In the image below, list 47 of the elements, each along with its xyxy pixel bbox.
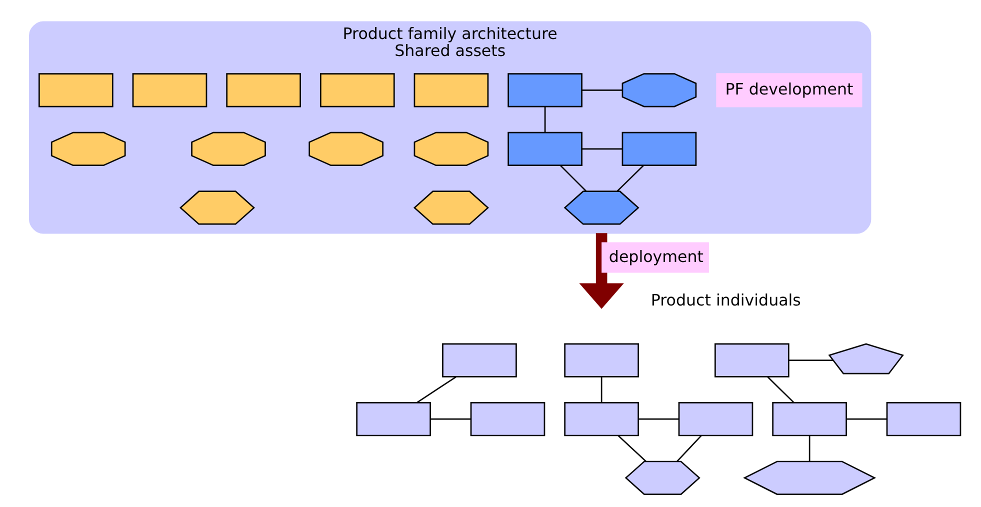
- node-cross: [414, 132, 489, 166]
- node-box: [564, 343, 639, 378]
- connector: [616, 165, 644, 192]
- node-hexagon: [564, 190, 640, 225]
- node-cross: [50, 132, 126, 166]
- node-box: [442, 343, 517, 378]
- connector: [544, 106, 546, 132]
- connector: [618, 435, 646, 462]
- node-box: [564, 402, 639, 436]
- connector: [582, 89, 622, 91]
- connector: [600, 376, 602, 403]
- node-box: [508, 132, 582, 166]
- connector: [808, 436, 810, 462]
- node-hexagon: [413, 190, 489, 225]
- connector: [767, 376, 794, 404]
- connector: [582, 148, 622, 150]
- label: Product individuals: [650, 290, 801, 310]
- connector: [846, 418, 887, 420]
- node-hexagon: [743, 460, 876, 495]
- node-hexagon: [624, 460, 700, 495]
- node-cross: [308, 132, 384, 166]
- node-box: [772, 402, 847, 436]
- arrow: [579, 233, 624, 309]
- connector: [430, 418, 471, 420]
- node-cross: [622, 73, 697, 108]
- node-box: [622, 132, 697, 166]
- node-box: [678, 402, 754, 436]
- node-box: [470, 402, 546, 436]
- node-box: [714, 343, 790, 378]
- node-box: [356, 402, 431, 436]
- edge-label: deployment: [608, 247, 704, 266]
- node-pentagon: [828, 343, 904, 374]
- node-hexagon: [179, 190, 255, 225]
- node-box: [508, 73, 582, 108]
- node-cross: [191, 132, 266, 166]
- connector: [788, 360, 833, 361]
- node-box: [226, 73, 301, 108]
- node-label: PF development: [725, 79, 854, 98]
- node-box: [414, 73, 489, 108]
- node-box: [886, 402, 962, 436]
- node-box: [320, 73, 395, 108]
- connector: [416, 376, 456, 404]
- connector: [560, 165, 587, 192]
- connector: [676, 435, 702, 462]
- node-box: [132, 73, 208, 108]
- connector: [638, 418, 679, 420]
- node-box: [38, 73, 114, 108]
